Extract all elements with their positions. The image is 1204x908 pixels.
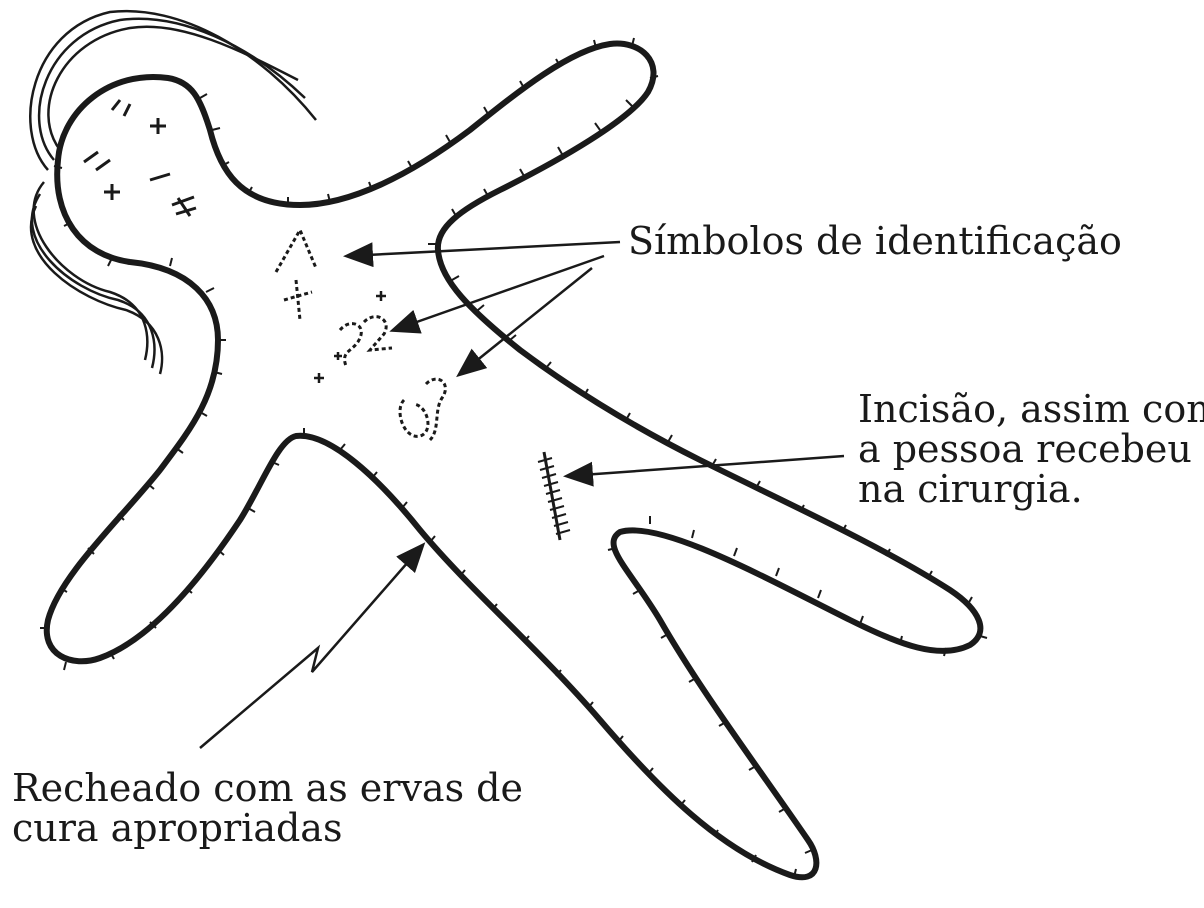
symbol-five xyxy=(340,324,361,366)
pointer-arrows xyxy=(200,242,844,748)
label-incision-line-2: a pessoa recebeu xyxy=(858,429,1204,469)
symbol-two xyxy=(364,317,392,350)
face-mark-left xyxy=(84,152,110,170)
label-stuffed-line-2: cura apropriadas xyxy=(12,808,523,848)
doll-body-outline xyxy=(47,44,981,878)
face-mouth xyxy=(172,197,196,216)
doll-face xyxy=(84,100,196,216)
face-cross-right-eye xyxy=(150,118,166,134)
face-cross-left-eye xyxy=(104,184,120,200)
incision-mark xyxy=(538,452,570,540)
symbol-four xyxy=(276,230,316,320)
arrow-stuffing xyxy=(200,546,422,748)
label-stuffed-herbs: Recheado com as ervas de cura apropriada… xyxy=(12,768,523,848)
arrow-symbols-2 xyxy=(394,256,604,330)
label-incision-line-1: Incisão, assim como xyxy=(858,389,1204,429)
label-incision-line-3: na cirurgia. xyxy=(858,469,1204,509)
face-mark-top xyxy=(112,100,130,116)
label-stuffed-line-1: Recheado com as ervas de xyxy=(12,768,523,808)
doll-hair xyxy=(30,11,316,374)
arrow-incision xyxy=(568,456,844,476)
face-mark-cheek xyxy=(150,174,170,180)
label-incision: Incisão, assim como a pessoa recebeu na … xyxy=(858,389,1204,509)
chest-symbols xyxy=(276,230,445,440)
symbol-zero xyxy=(400,400,428,436)
label-symbols-text: Símbolos de identificação xyxy=(628,221,1122,261)
chest-plus-marks xyxy=(314,291,386,383)
label-identification-symbols: Símbolos de identificação xyxy=(628,221,1122,261)
stitch-ticks xyxy=(40,38,987,877)
symbol-nine xyxy=(426,379,445,440)
arrow-symbols-1 xyxy=(348,242,620,256)
